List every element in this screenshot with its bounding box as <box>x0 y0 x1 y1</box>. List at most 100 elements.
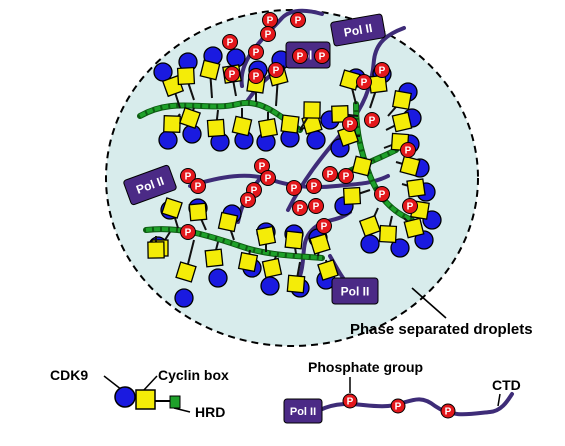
phosphate-label: P <box>265 30 272 41</box>
hrd-backbone-segments-1 <box>139 100 302 132</box>
phosphate-group-label: Phosphate group <box>308 359 423 375</box>
phosphate-group: P <box>190 178 206 194</box>
cdk9-cyclin-complex <box>206 109 230 152</box>
cdk9-cyclin-complex <box>158 113 181 150</box>
legend-phospho-3: P <box>440 403 456 419</box>
cdk9-cyclin-complex <box>255 222 277 252</box>
cyclin-box <box>176 66 196 86</box>
legend-pol2: Phosphate group CTD Pol II P P P <box>283 359 521 424</box>
cdk9-cyclin-complex <box>351 155 373 177</box>
cyclin-box <box>161 197 183 219</box>
phosphate-label: P <box>295 16 302 27</box>
cdk9-circle <box>390 238 410 258</box>
phosphate-group: P <box>248 44 264 60</box>
phosphate-label: P <box>369 116 376 127</box>
hrd-backbone-segments-2 <box>145 227 323 260</box>
cdk9-circle <box>174 288 194 308</box>
svg-text:P: P <box>347 397 354 408</box>
phosphate-label: P <box>253 48 260 59</box>
pol2-label: Pol II <box>341 284 370 298</box>
phosphate-label: P <box>297 204 304 215</box>
legend-phospho-2: P <box>390 398 406 414</box>
cdk9-circle <box>360 234 380 254</box>
cdk9-cyclin-complex <box>204 241 228 288</box>
cdk9-cyclin-complex <box>316 259 339 290</box>
phosphate-group: P <box>338 168 354 184</box>
phosphate-group: P <box>222 34 238 50</box>
phosphate-label: P <box>291 184 298 195</box>
cdk9-cyclin-complex <box>385 108 422 133</box>
phosphate-label: P <box>347 120 354 131</box>
legend-cyclin-box <box>135 389 156 410</box>
cdk9-cyclin-complex <box>403 217 434 250</box>
cyclin-box-label: Cyclin box <box>158 367 229 383</box>
phosphate-group: P <box>240 192 256 208</box>
cdk9-cyclin-complex <box>387 82 418 117</box>
legend-pol2-label: Pol II <box>290 406 316 418</box>
cdk9-cyclin-complex <box>299 113 326 150</box>
cdk9-cyclin-complex <box>237 249 262 278</box>
cyclin-box <box>399 155 421 177</box>
cdk9-circle <box>208 268 228 288</box>
cdk9-cyclin-complex <box>320 105 359 130</box>
cyclin-box <box>358 214 382 238</box>
phosphate-label: P <box>311 182 318 193</box>
cdk9-cyclin-complex <box>256 112 279 152</box>
ctd-tail-3 <box>286 26 406 212</box>
phosphate-label: P <box>229 70 236 81</box>
cdk9-cyclin-complex <box>147 236 165 259</box>
pol2-box: Pol II <box>330 13 386 47</box>
cdk9-cyclin-complex <box>176 52 198 101</box>
phosphate-label: P <box>321 222 328 233</box>
cyclin-box <box>351 155 373 177</box>
cdk9-cyclin-complex <box>299 101 321 131</box>
cdk9-cyclin-complex <box>188 198 208 231</box>
ctd-label: CTD <box>492 377 521 393</box>
cyclin-box <box>317 259 339 281</box>
cdk9-cyclin-complex <box>395 155 430 178</box>
phosphate-label: P <box>343 172 350 183</box>
cdk9-cyclin-complex <box>401 178 436 202</box>
cdk9-cyclin-complex <box>174 239 197 308</box>
cdk9-leader-line <box>103 375 123 391</box>
cyclin-box <box>391 111 413 133</box>
phosphate-label: P <box>245 196 252 207</box>
phosphate-group: P <box>364 112 380 128</box>
phosphate-label: P <box>405 146 412 157</box>
phosphate-label: P <box>227 38 234 49</box>
cyclin-box <box>257 117 279 139</box>
phosphate-label: P <box>313 202 320 213</box>
phosphate-label: P <box>195 182 202 193</box>
cyclin-box <box>147 241 165 259</box>
cyclin-box <box>406 178 426 198</box>
phosphate-label: P <box>327 170 334 181</box>
phosphate-label: P <box>379 66 386 77</box>
droplet-boundary <box>105 9 479 347</box>
cyclin-box <box>206 118 226 138</box>
phosphate-group: P <box>308 198 324 214</box>
phosphate-label: P <box>185 172 192 183</box>
phosphate-group: P <box>400 142 416 158</box>
cdk9-circle <box>306 130 326 150</box>
phosphate-label: P <box>379 190 386 201</box>
phosphate-label: P <box>265 174 272 185</box>
phosphate-label: P <box>253 72 260 83</box>
cyclin-box <box>217 211 239 233</box>
phosphate-group: P <box>180 168 196 184</box>
phosphate-group: P <box>322 166 338 182</box>
cdk9-cyclin-complex <box>199 46 223 99</box>
cyclin-box <box>368 74 388 94</box>
phosphate-label: P <box>273 66 280 77</box>
cyclin-box <box>403 217 425 239</box>
legend-hrd-tail <box>173 407 191 413</box>
phosphate-label: P <box>297 52 304 63</box>
ctd-tail-5 <box>298 210 352 278</box>
phosphate-group: P <box>260 170 276 186</box>
phosphate-group: P <box>260 26 276 42</box>
legend-cdk9-circle <box>114 386 136 408</box>
phosphate-group: P <box>356 74 372 90</box>
cyclin-box <box>204 248 224 268</box>
phosphate-group: P <box>268 62 284 78</box>
